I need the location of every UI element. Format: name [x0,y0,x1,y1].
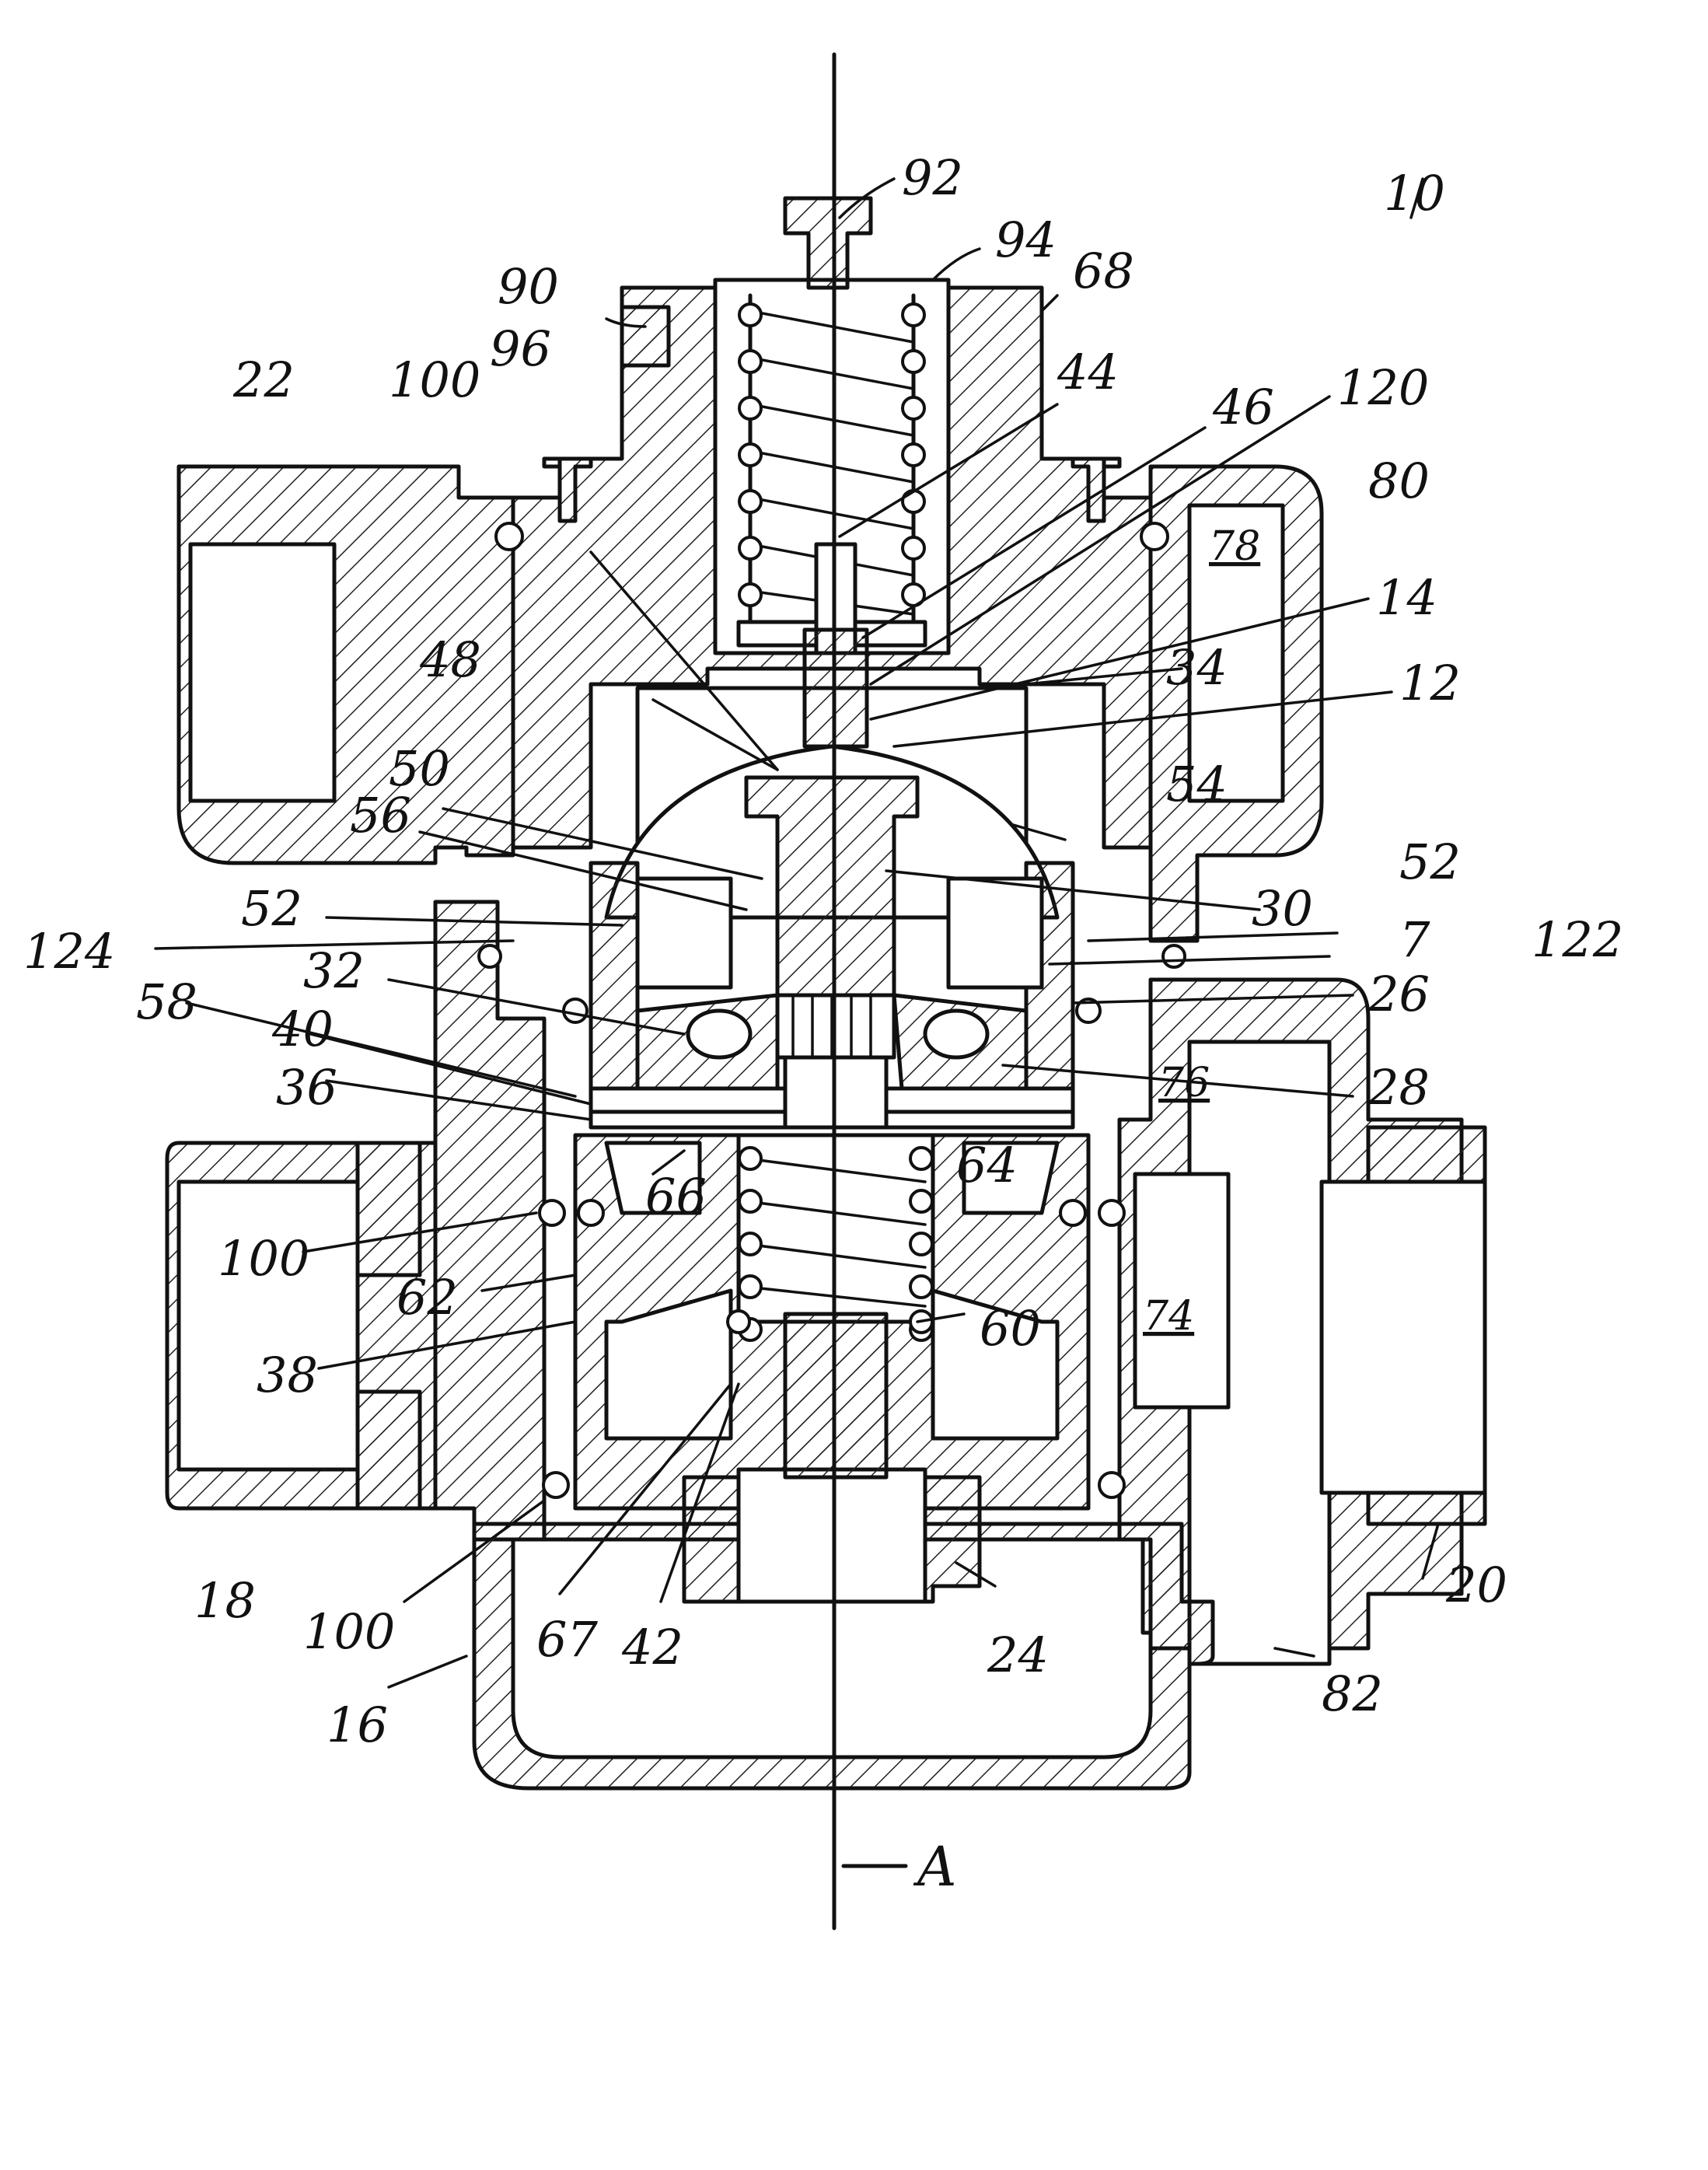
numeral-66: 66 [645,1168,707,1225]
numeral-90: 90 [498,258,559,315]
numeral-62: 62 [396,1269,458,1326]
numeral-7: 7 [1399,911,1430,968]
numeral-96: 96 [490,320,551,377]
numeral-52-right: 52 [1399,833,1461,890]
numeral-54: 54 [1166,756,1228,812]
assembly-ref-10: 10 [1384,165,1445,222]
numeral-46: 46 [1212,379,1274,435]
numeral-36: 36 [276,1059,337,1116]
numeral-18: 18 [194,1572,256,1629]
numeral-12: 12 [1399,655,1461,711]
numeral-74: 74 [1143,1293,1194,1340]
numeral-100-top: 100 [389,351,480,408]
numeral-16: 16 [327,1697,388,1753]
numeral-64: 64 [956,1137,1018,1193]
numeral-32: 32 [303,942,365,999]
numeral-58: 58 [136,973,197,1030]
numeral-78: 78 [1209,523,1260,570]
numeral-92: 92 [902,149,963,206]
numeral-14: 14 [1376,569,1437,626]
numeral-80: 80 [1368,453,1430,509]
numeral-20: 20 [1445,1557,1507,1613]
cartridge [575,544,1088,1602]
numeral-24: 24 [987,1627,1049,1683]
numeral-124: 124 [23,923,115,980]
numeral-67: 67 [536,1611,598,1668]
numeral-26: 26 [1367,966,1430,1022]
numeral-34: 34 [1166,639,1228,696]
numeral-100-mid: 100 [218,1230,309,1287]
numeral-52-left: 52 [241,880,302,937]
numeral-30: 30 [1252,880,1313,937]
numeral-120: 120 [1337,359,1429,416]
numeral-60: 60 [980,1300,1041,1357]
numeral-38: 38 [257,1347,318,1403]
numeral-68: 68 [1073,243,1134,299]
numeral-122: 122 [1532,911,1623,968]
numeral-40: 40 [271,1001,334,1057]
numeral-28: 28 [1367,1059,1430,1116]
numeral-94: 94 [995,211,1057,268]
numeral-48: 48 [419,631,481,688]
numeral-44: 44 [1057,344,1119,400]
numeral-22: 22 [232,351,295,408]
numeral-82: 82 [1322,1665,1383,1722]
numeral-100-bottom: 100 [303,1603,395,1660]
numeral-42: 42 [621,1619,683,1676]
axis-label-a: A [913,1835,957,1899]
numeral-76: 76 [1158,1060,1210,1106]
numeral-56: 56 [350,787,411,844]
